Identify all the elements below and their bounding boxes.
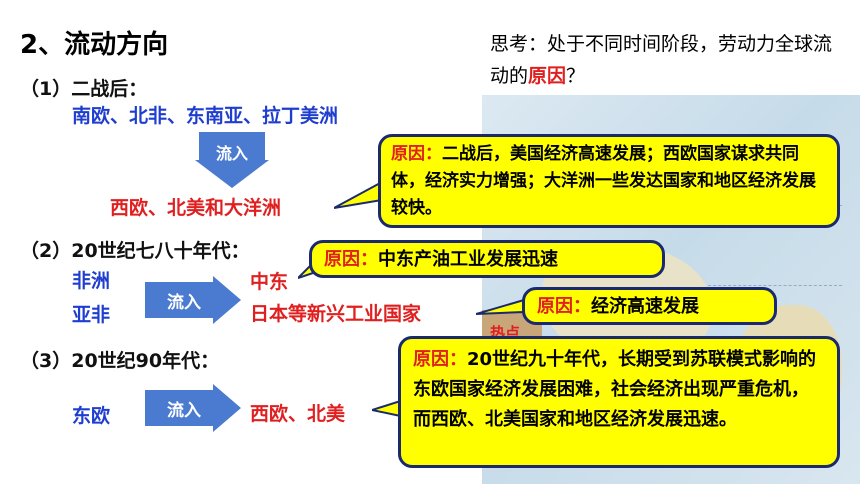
period3-source: 东欧 [72,405,111,427]
period3-destination: 西欧、北美 [250,403,346,425]
period3-label: （3）20世纪90年代： [20,350,220,372]
period1-arrow-label: 流入 [215,144,248,163]
period1-sources: 南欧、北非、东南亚、拉丁美洲 [72,105,339,127]
callout-reason-middle-east: 原因：中东产油工业发展迅速 [309,240,665,278]
period2-source-asia-africa: 亚非 [72,304,111,326]
period2-label: （2）20世纪七八十年代： [20,240,250,262]
period2-right-arrow: 流入 [145,276,241,324]
think-question: 思考：处于不同时间阶段，劳动力全球流动的原因？ [490,33,833,87]
callout-reason-japan: 原因：经济高速发展 [522,287,777,325]
callout3-pointer [475,296,526,318]
section-heading: 2、流动方向 [20,30,169,60]
period3-arrow-label: 流入 [167,401,201,421]
callout1-pointer [333,180,384,210]
period1-down-arrow: 流入 [195,132,269,188]
period2-arrow-label: 流入 [167,293,201,313]
period1-label: （1）二战后： [20,78,148,100]
callout-reason-period1: 原因：二战后，美国经济高速发展；西欧国家谋求共同体，经济实力增强；大洋洲一些发达… [378,134,840,228]
callout-reason-period3: 原因：20世纪九十年代，长期受到苏联模式影响的东欧国家经济发展困难，社会经济出现… [398,336,840,468]
period3-right-arrow: 流入 [145,384,241,432]
period2-source-africa: 非洲 [72,270,111,292]
period1-destination: 西欧、北美和大洋洲 [110,197,282,219]
period2-destination-japan: 日本等新兴工业国家 [250,303,422,325]
period2-destination-middle-east: 中东 [250,271,289,293]
